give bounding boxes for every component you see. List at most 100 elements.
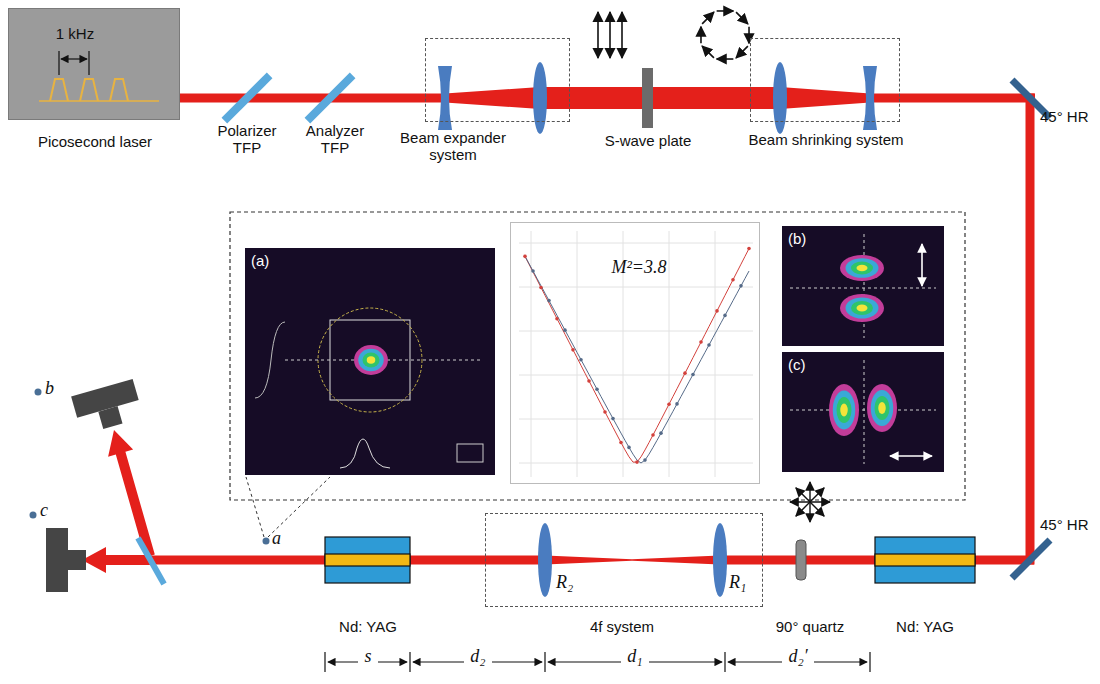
beam-profile (354, 345, 388, 375)
m2-curve (611, 417, 615, 421)
detector-dot (30, 389, 270, 545)
laser-beam (445, 87, 540, 109)
polarization-arrow (796, 488, 824, 516)
thin-film-polarizer (222, 73, 356, 124)
inset-frame (230, 212, 965, 500)
beam-profile (358, 349, 384, 372)
m2-value: M²=3.8 (599, 257, 679, 278)
beam-profile (255, 322, 285, 398)
beam-splitter (138, 538, 164, 584)
component-label: 45° HR (1040, 108, 1096, 125)
m2-curve (627, 446, 631, 450)
s-wave-plate (642, 68, 653, 128)
m2-curve (659, 431, 663, 435)
m2-curve (525, 256, 749, 463)
beam-profile (840, 294, 884, 322)
beam-profile (864, 234, 865, 338)
m2-curve (555, 317, 559, 321)
m2-curve (595, 387, 599, 391)
polarization-arrow (717, 58, 734, 60)
dimension-line (724, 652, 725, 672)
period-bracket (58, 51, 59, 75)
lens (538, 523, 552, 597)
component-label: Picosecond laser (0, 133, 201, 150)
lens (538, 523, 727, 597)
polarization-arrow (790, 482, 830, 522)
pulse-train (110, 79, 128, 101)
component-label: Beam shrinking system (726, 131, 926, 148)
m2-curve (519, 331, 753, 332)
m2-curve (619, 441, 623, 445)
polarization-arrow (702, 12, 714, 24)
camera (46, 528, 86, 592)
component-label: Beam expander system (388, 129, 518, 164)
lens (438, 62, 877, 134)
lens (713, 523, 727, 597)
beam-profile (851, 301, 873, 315)
detector-label: c (40, 500, 56, 521)
beam-profile (367, 356, 376, 364)
m2-curve (523, 255, 527, 259)
four-f-system: R₂R₁ (485, 513, 763, 607)
dimension-label: d₁ (621, 646, 649, 667)
beam-profile (790, 234, 936, 338)
m2-curve (667, 402, 671, 406)
beam-profile (864, 360, 865, 464)
component-label: Nd: YAG (318, 618, 418, 635)
lens (438, 66, 452, 130)
m2-curve (669, 231, 670, 477)
beam-profile (363, 353, 380, 368)
hr-mirror (1012, 540, 1050, 578)
m2-curve (539, 286, 543, 290)
component-label: 4f system (572, 618, 672, 635)
beam-shrinker: Beam shrinking system (750, 38, 900, 122)
m2-chart: M²=3.8 (510, 222, 760, 484)
panel-label: (b) (788, 230, 828, 247)
m2-curve (603, 410, 607, 414)
m2-curve (531, 269, 535, 273)
m2-curve (715, 231, 716, 477)
beam-profile (890, 455, 932, 457)
thin-film-polarizer (222, 73, 273, 124)
beam-profile (829, 384, 859, 436)
detector-dot (35, 389, 42, 396)
m2-curve (699, 340, 703, 344)
laser-beam (82, 547, 150, 573)
m2-curve (635, 460, 639, 464)
dimension-line (869, 652, 870, 672)
nd-yag-rod (325, 537, 410, 583)
pulse-train (80, 79, 98, 101)
hr-mirror (1012, 80, 1050, 578)
m2-curve (691, 373, 695, 377)
laser-beam (180, 94, 445, 103)
component-label: Analyzer TFP (295, 122, 375, 157)
lens (773, 62, 787, 134)
panel-label: (a) (251, 252, 291, 269)
lens-label: R₂ (556, 572, 586, 593)
leader-line (246, 477, 264, 537)
detector-label: b (45, 378, 61, 399)
laser-beam (1026, 94, 1035, 565)
m2-curve (715, 309, 719, 313)
repetition-rate: 1 kHz (37, 25, 113, 42)
laser-beam (545, 556, 632, 565)
m2-curve (519, 243, 753, 244)
laser-beam (632, 556, 720, 565)
beam-image-art (782, 352, 944, 472)
m2-curve (651, 433, 655, 437)
dimension-line (324, 652, 325, 672)
laser-beam (82, 87, 1035, 573)
laser-beam (540, 87, 780, 109)
beam-profile (457, 444, 483, 462)
leader-line (246, 477, 330, 537)
beam-profile (867, 384, 897, 432)
beam-profile (833, 391, 856, 430)
nd-yag-rod (325, 537, 975, 583)
beam-profile (846, 298, 879, 319)
beam-profile (846, 258, 879, 278)
beam-profile (790, 360, 936, 464)
nd-yag-rod (325, 554, 410, 566)
camera (71, 379, 144, 435)
beam-image: (b) (782, 226, 944, 346)
laser-beam (108, 430, 155, 557)
